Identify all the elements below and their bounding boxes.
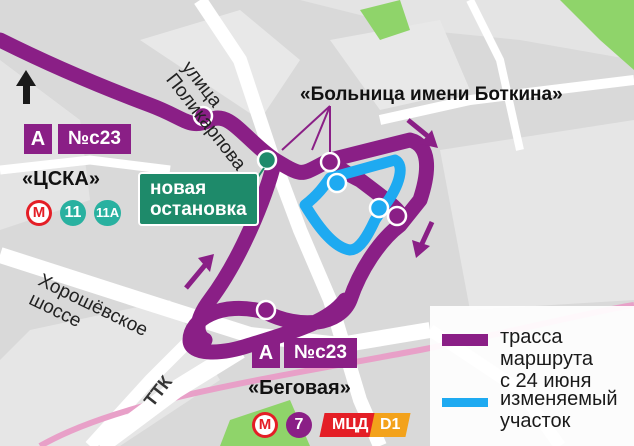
metro-icon: М xyxy=(252,412,278,438)
road xyxy=(466,0,524,151)
station-name-begovaya: «Беговая» xyxy=(248,377,351,399)
road-khoroshevskoe xyxy=(0,247,432,354)
park xyxy=(560,0,634,70)
legend-line: с 24 июня xyxy=(500,370,592,392)
legend-swatch-changed xyxy=(442,398,488,407)
legend-swatch-route xyxy=(442,334,488,346)
stop-marker-botkin[interactable] xyxy=(386,205,408,227)
station-name-cska: «ЦСКА» xyxy=(22,168,100,190)
legend-text-changed: изменяемый участок xyxy=(500,388,618,432)
park xyxy=(360,0,410,40)
metro-letter: М xyxy=(255,415,275,435)
stop-marker-botkin-old[interactable] xyxy=(326,172,348,194)
arrow-up-icon xyxy=(16,70,36,104)
block xyxy=(140,10,300,120)
stop-marker-botkin[interactable] xyxy=(319,151,341,173)
stop-marker-new[interactable] xyxy=(256,149,278,171)
callout-line xyxy=(281,105,331,151)
block xyxy=(330,20,470,110)
metro-letter: М xyxy=(29,203,49,223)
mcd-badge: МЦД xyxy=(319,413,377,437)
legend-line: участок xyxy=(500,410,571,432)
road-polikarpova xyxy=(194,0,387,446)
road xyxy=(0,155,171,175)
mcd-label: МЦД xyxy=(332,416,369,433)
legend-line: изменяемый xyxy=(500,388,618,410)
legend-text-route: трасса маршрута с 24 июня xyxy=(500,326,593,392)
road-ttk xyxy=(94,342,245,446)
arrow-icon xyxy=(406,118,438,148)
legend-line: трасса маршрута xyxy=(500,326,593,370)
line-badge-11a: 11А xyxy=(94,200,122,226)
d1-label: D1 xyxy=(380,416,401,433)
road xyxy=(378,75,634,125)
d1-badge: D1 xyxy=(369,413,412,437)
new-stop-label: новая остановка xyxy=(138,172,259,226)
stop-marker[interactable] xyxy=(192,105,214,127)
route-badge-number: №с23 xyxy=(284,338,357,368)
callout-line xyxy=(311,105,331,151)
stop-title-botkin: «Больница имени Боткина» xyxy=(300,84,563,105)
legend: трасса маршрута с 24 июня изменяемый уча… xyxy=(430,306,634,446)
stop-marker-begovaya[interactable] xyxy=(255,299,277,321)
line-badge-7: 7 xyxy=(286,412,312,438)
changed-section xyxy=(299,154,406,256)
arrow-icon xyxy=(412,220,435,258)
new-stop-line: новая xyxy=(150,178,207,199)
metro-icon: М xyxy=(26,200,52,226)
new-stop-line: остановка xyxy=(150,199,247,220)
route-badge-letter: А xyxy=(252,338,280,368)
route-badge-letter: А xyxy=(24,124,52,154)
route-badge-number: №с23 xyxy=(58,124,131,154)
stop-marker-botkin-old[interactable] xyxy=(368,197,390,219)
arrow-icon xyxy=(184,254,214,290)
block xyxy=(0,300,220,446)
road xyxy=(85,325,205,446)
line-badge-11: 11 xyxy=(60,200,86,226)
block xyxy=(440,120,634,310)
